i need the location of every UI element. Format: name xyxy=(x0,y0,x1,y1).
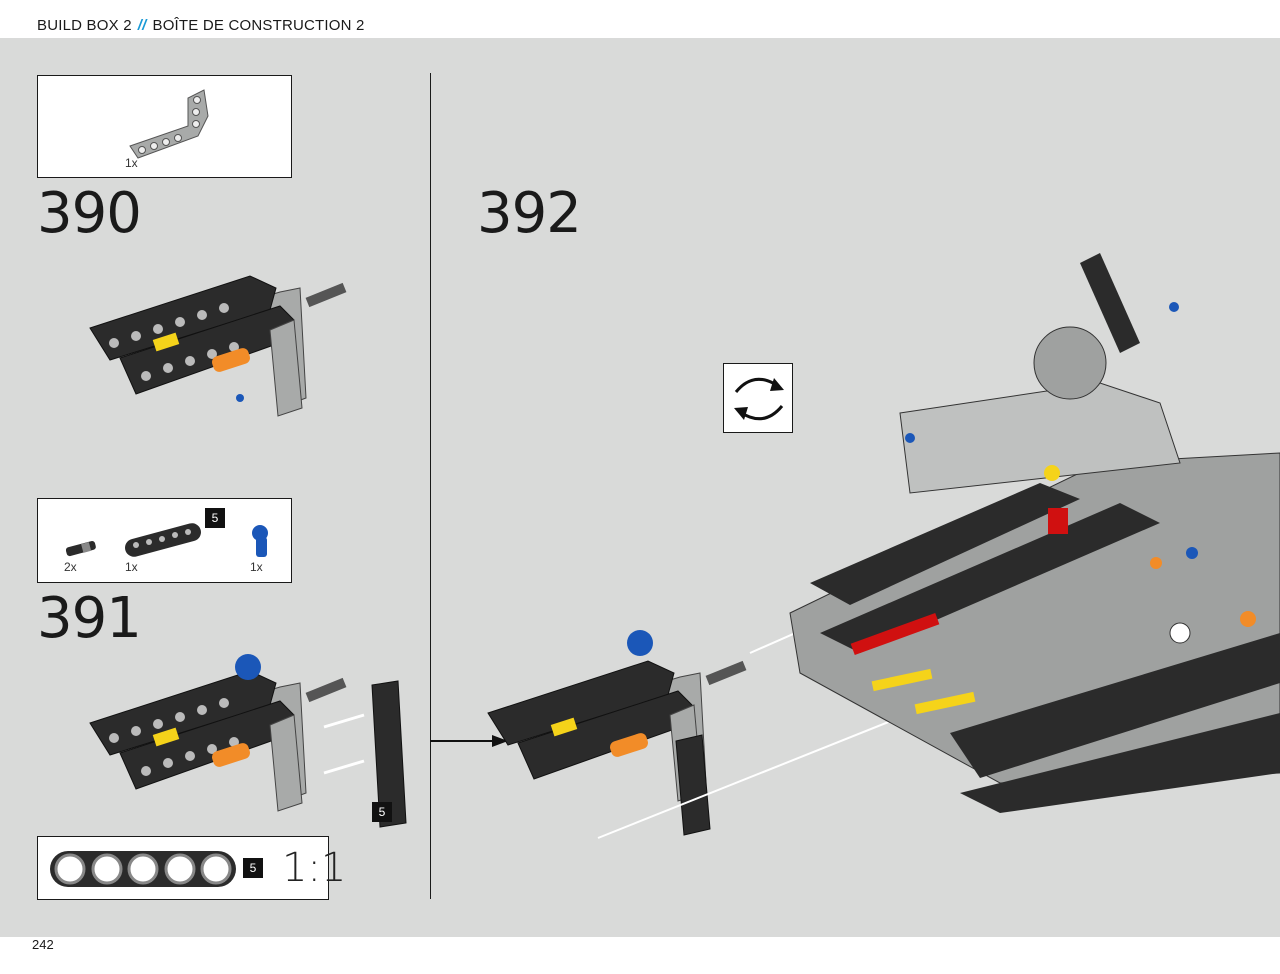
rotate-model-callout xyxy=(723,363,793,433)
rotate-arrows-icon xyxy=(734,377,784,421)
step-number: 390 xyxy=(37,181,142,246)
step-390-parts-box: 1x xyxy=(37,75,292,178)
scale-ruler-box: 5 1:1 xyxy=(37,836,346,900)
panel-divider xyxy=(430,73,431,899)
header-title-english: BUILD BOX 2 xyxy=(37,17,132,34)
instruction-canvas: 1x 390 xyxy=(0,38,1280,937)
step-390-assembly-image xyxy=(89,275,347,417)
step-392-assembly-image xyxy=(487,253,1280,839)
step-number: 392 xyxy=(477,181,582,246)
header-title: BUILD BOX 2 // BOÎTE DE CONSTRUCTION 2 xyxy=(37,17,365,34)
step-391-assembly-image xyxy=(89,654,407,828)
scale-label: 1:1 xyxy=(282,845,347,891)
page-footer: 242 xyxy=(0,937,1280,974)
step-transfer-arrow xyxy=(430,735,508,747)
part-qty: 1x xyxy=(125,560,138,574)
submodel-image xyxy=(487,630,747,836)
header-title-french: BOÎTE DE CONSTRUCTION 2 xyxy=(152,17,365,34)
gray-l-beam-icon xyxy=(129,89,209,159)
part-qty: 1x xyxy=(250,560,263,574)
page-header: BUILD BOX 2 // BOÎTE DE CONSTRUCTION 2 xyxy=(0,0,1280,38)
step-number: 391 xyxy=(37,586,142,651)
black-connector-pin-icon xyxy=(65,540,96,557)
ruler-length-badge: 5 xyxy=(243,858,263,878)
black-beam-icon xyxy=(125,523,201,557)
header-separator: // xyxy=(137,17,147,34)
main-chassis-image xyxy=(789,253,1280,813)
beam-5-ruler-image xyxy=(50,851,236,887)
part-qty: 2x xyxy=(64,560,77,574)
blue-angle-connector-icon xyxy=(252,525,268,557)
page-number: 242 xyxy=(32,937,54,952)
part-length-badge: 5 xyxy=(205,508,225,528)
callout-length-badge: 5 xyxy=(372,802,392,822)
part-qty: 1x xyxy=(125,156,138,170)
step-391-parts-box: 5 2x 1x 1x xyxy=(37,498,292,583)
step-391-part-icons xyxy=(65,523,268,557)
